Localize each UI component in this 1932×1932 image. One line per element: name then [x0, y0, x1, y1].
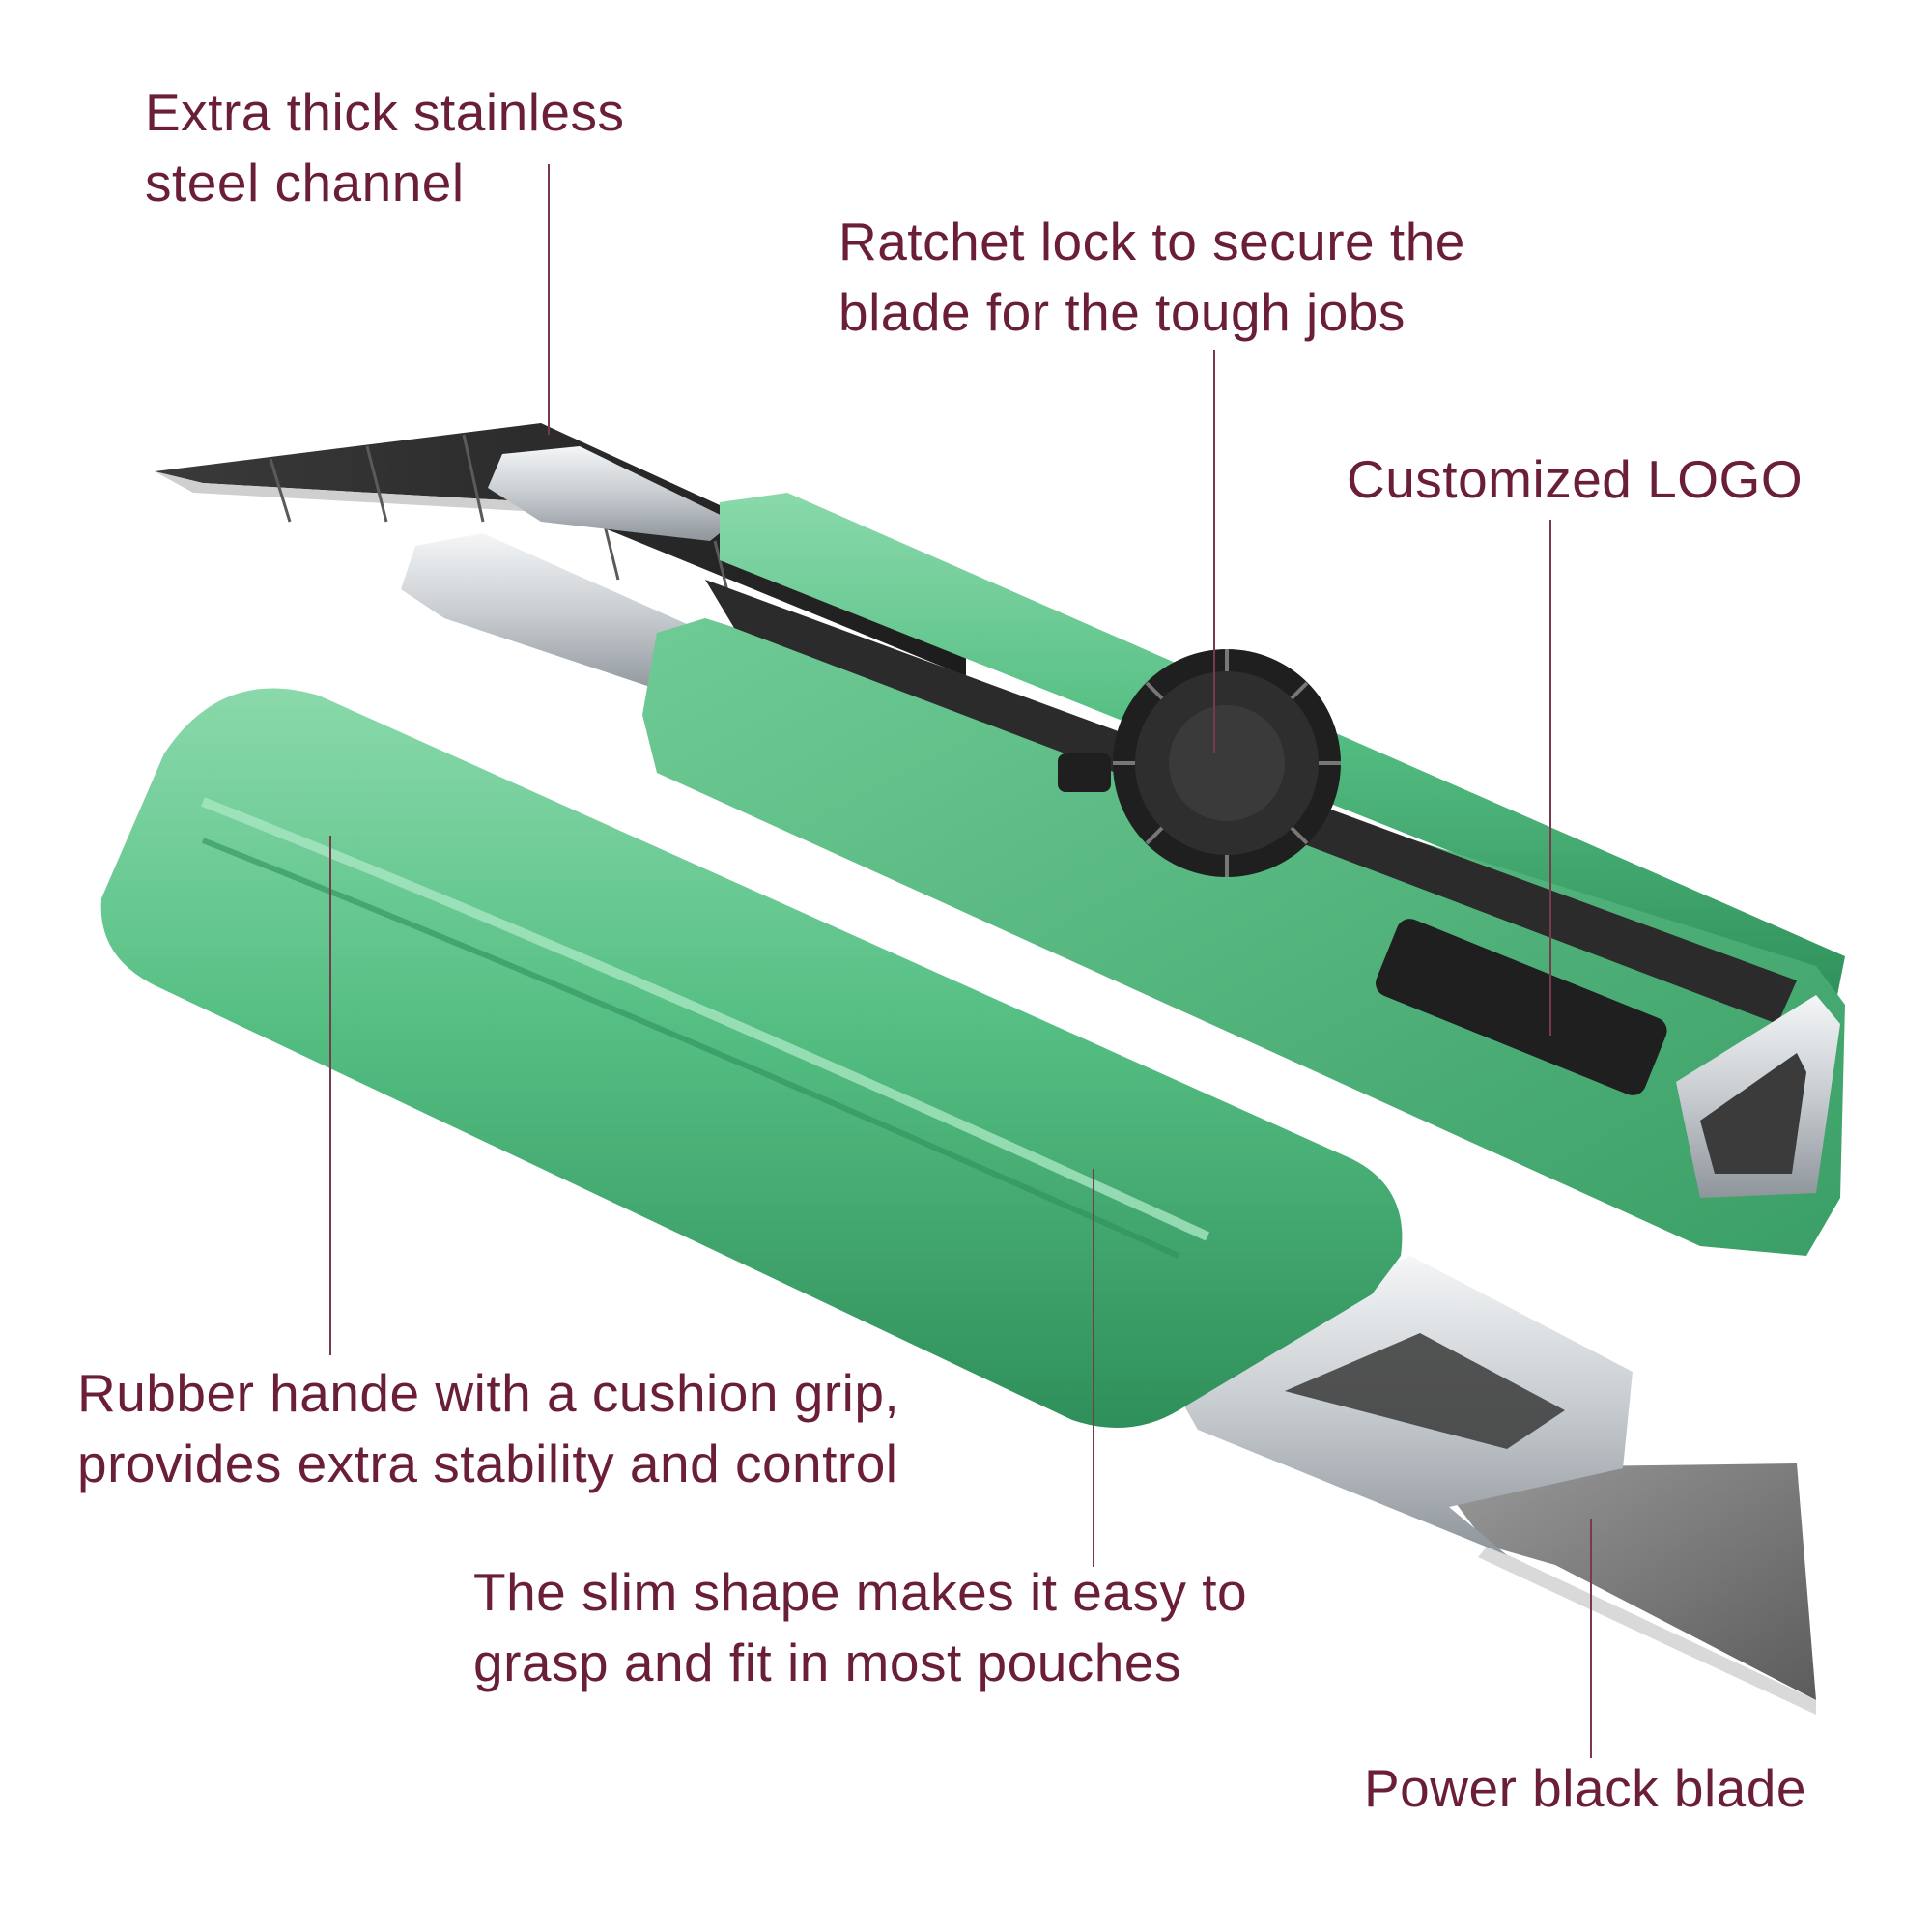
- green-body-main: [642, 618, 1845, 1256]
- callout-slim-shape: The slim shape makes it easy to grasp an…: [473, 1557, 1247, 1698]
- callout-ratchet-lock-line1: Ratchet lock to secure the: [838, 212, 1465, 271]
- callout-steel-channel-line2: steel channel: [145, 153, 465, 213]
- handle-groove: [201, 838, 1180, 1259]
- callout-ratchet-lock-line2: blade for the tough jobs: [838, 282, 1406, 342]
- closed-knife-body: [100, 688, 1816, 1715]
- top-blade-edge: [155, 471, 541, 512]
- steel-channel-sleeve: [401, 533, 696, 696]
- callout-steel-channel: Extra thick stainless steel channel: [145, 77, 625, 218]
- open-knife-body: [155, 423, 1845, 1256]
- end-cap-inner: [1700, 1053, 1806, 1174]
- top-blade: [155, 423, 966, 676]
- bottom-blade: [1430, 1463, 1816, 1700]
- logo-window: [1376, 919, 1667, 1095]
- callout-rubber-handle: Rubber hande with a cushion grip, provid…: [77, 1358, 899, 1499]
- bottom-blade-edge: [1478, 1546, 1816, 1715]
- callout-steel-channel-line1: Extra thick stainless: [145, 82, 625, 142]
- callout-rubber-handle-line1: Rubber hande with a cushion grip,: [77, 1363, 900, 1423]
- callout-ratchet-lock: Ratchet lock to secure the blade for the…: [838, 207, 1465, 348]
- ratchet-knob: [1113, 649, 1341, 877]
- callout-blade-line1: Power black blade: [1364, 1758, 1806, 1818]
- green-handle: [100, 688, 1403, 1428]
- lock-tab: [1058, 753, 1111, 792]
- callout-logo-line1: Customized LOGO: [1347, 449, 1804, 509]
- callout-blade: Power black blade: [1364, 1753, 1806, 1824]
- callout-logo: Customized LOGO: [1347, 444, 1803, 515]
- steel-channel-top: [488, 446, 734, 541]
- callout-slim-shape-line1: The slim shape makes it easy to: [473, 1562, 1248, 1622]
- callout-rubber-handle-line2: provides extra stability and control: [77, 1434, 898, 1493]
- handle-ridge: [201, 797, 1210, 1241]
- callout-slim-shape-line2: grasp and fit in most pouches: [473, 1633, 1181, 1692]
- leader-lines: [329, 164, 1592, 1758]
- bottom-steel-shadow: [1285, 1333, 1565, 1449]
